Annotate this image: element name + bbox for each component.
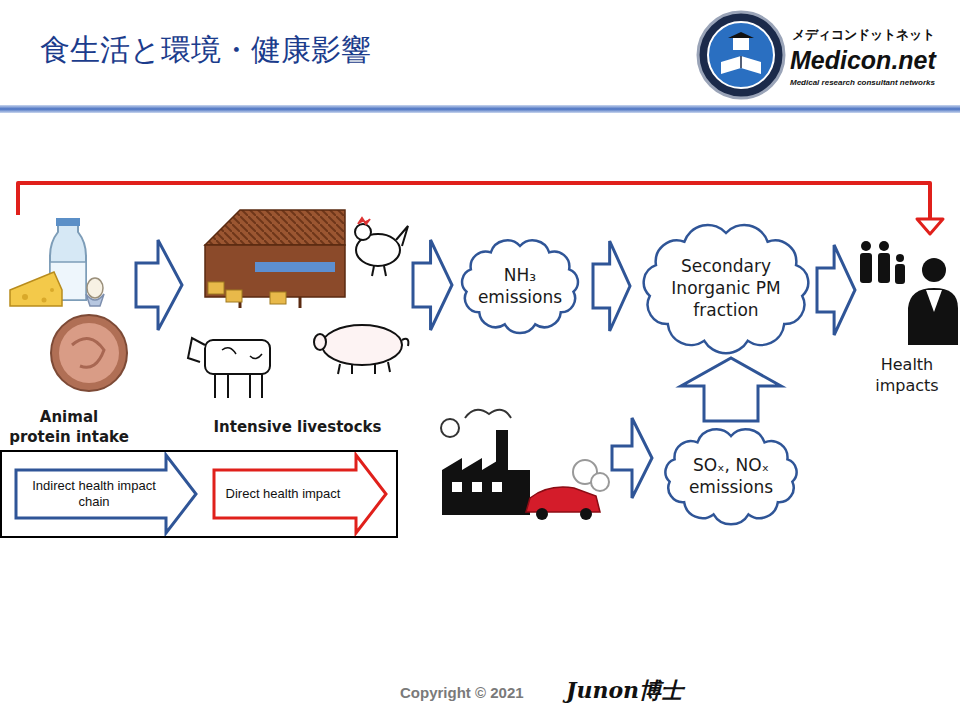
block-arrow (681, 358, 781, 421)
chain-arrow (681, 358, 781, 421)
logo-emblem (698, 12, 784, 98)
cloud-outline (455, 235, 585, 337)
people-illustration (860, 241, 958, 345)
chain-arrow (593, 241, 630, 331)
legend-label: Indirect health impact chain (24, 478, 164, 511)
slide-title: 食生活と環境・健康影響 (40, 30, 371, 71)
cloud-shape (462, 240, 578, 333)
livestock-group: Intensive livestocks (185, 205, 410, 437)
chain-arrow (817, 245, 855, 335)
legend-arrow (214, 455, 386, 533)
emission-cloud: NH₃ emissions (455, 235, 585, 337)
logo-name: Medicon.net (790, 46, 936, 75)
block-arrow (817, 245, 855, 335)
block-arrow (413, 240, 452, 330)
food-group: Animal protein intake (5, 215, 133, 447)
connector-line (18, 183, 930, 221)
factory-illustration (441, 410, 609, 520)
direct-impact-connector (18, 183, 943, 234)
block-arrow (593, 241, 630, 331)
emission-arrow (612, 418, 652, 498)
chain-arrow (136, 240, 182, 330)
cloud-shape (665, 429, 796, 524)
cloud-shape (644, 225, 809, 353)
arrowhead (917, 219, 943, 234)
legend-box: Indirect health impact chain Direct healt… (0, 450, 398, 538)
block-arrow (136, 240, 182, 330)
node-label: Animal protein intake (9, 408, 129, 447)
health-group: Health impacts (858, 235, 956, 397)
node-label: NH₃ emissions (472, 264, 568, 308)
node-label: Intensive livestocks (214, 418, 382, 438)
chain-arrow (413, 240, 452, 330)
node-label: Health impacts (862, 355, 952, 397)
copyright-note: Copyright © 2021 (400, 684, 524, 701)
legend-label: Direct health impact (222, 486, 344, 502)
food-illustration (10, 218, 127, 391)
node-label: Secondary Inorganic PM fraction (667, 255, 785, 321)
cloud-outline (658, 425, 804, 527)
emission-cloud: SOₓ, NOₓ emissions (658, 425, 804, 527)
logo-tagline: Medical research consultant networks (790, 78, 935, 87)
header-band (0, 105, 960, 113)
node-label: SOₓ, NOₓ emissions (681, 454, 781, 498)
pm-cloud: Secondary Inorganic PM fraction (638, 222, 814, 354)
logo-kana: メディコンドットネット (792, 26, 935, 44)
signature: Junon博士 (566, 676, 683, 706)
legend-arrow (16, 455, 196, 533)
livestock-illustration (188, 210, 408, 398)
